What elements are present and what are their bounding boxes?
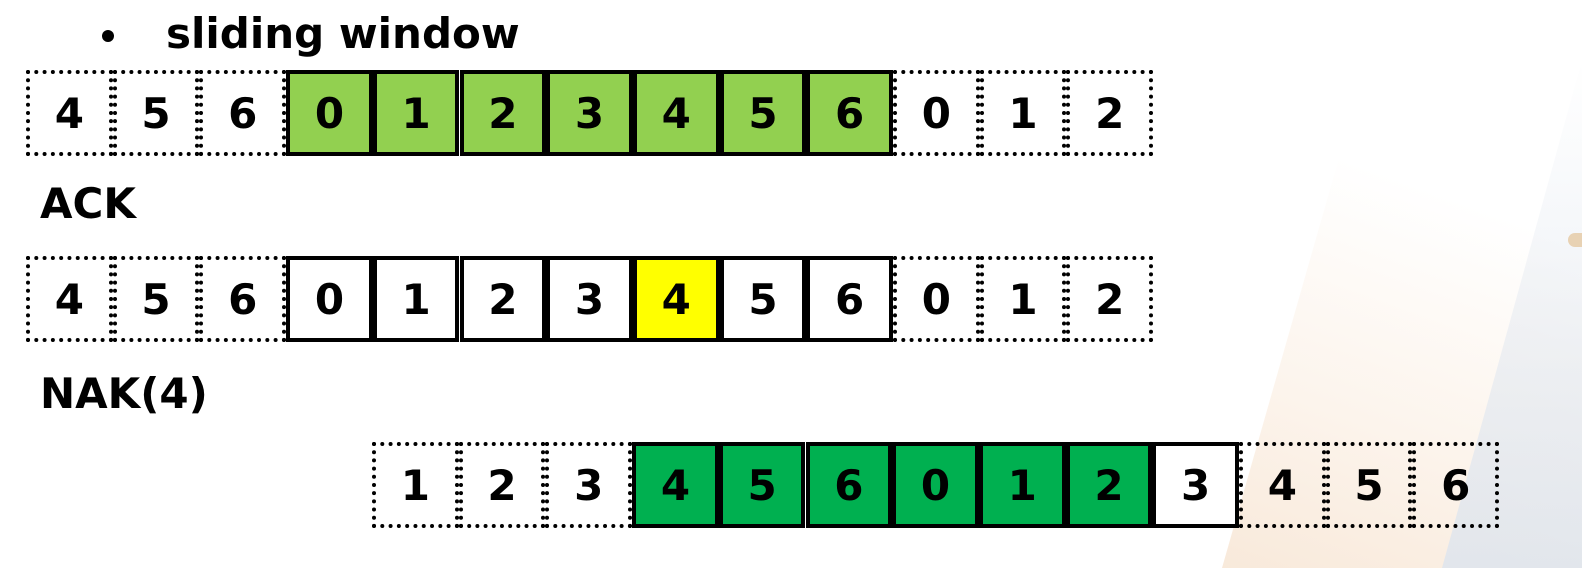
frame-cell: 1 xyxy=(372,256,460,342)
frame-cell: 5 xyxy=(719,70,807,156)
frame-cell: 4 xyxy=(26,70,113,156)
frame-cell: 2 xyxy=(1066,70,1154,156)
frame-cell: 0 xyxy=(286,256,373,342)
edge-mark xyxy=(1568,233,1582,247)
frame-cell: 6 xyxy=(199,256,287,342)
frame-cell: 0 xyxy=(893,256,980,342)
frame-cell: 1 xyxy=(372,70,460,156)
frame-cell: 1 xyxy=(372,442,459,528)
frame-cell: 3 xyxy=(545,442,633,528)
frame-cell: 2 xyxy=(459,70,547,156)
frame-cell: 2 xyxy=(459,256,547,342)
frame-cell: 4 xyxy=(632,442,719,528)
frame-cell: 5 xyxy=(112,70,200,156)
bullet-title: sliding window xyxy=(166,9,520,58)
frame-cell: 3 xyxy=(1152,442,1239,528)
nak-label: NAK(4) xyxy=(40,369,208,418)
frame-cell: 6 xyxy=(806,70,893,156)
frame-cell: 4 xyxy=(1239,442,1326,528)
frame-cell: 2 xyxy=(1066,256,1154,342)
frame-cell: 5 xyxy=(719,256,807,342)
bullet-icon xyxy=(102,30,114,42)
frame-cell: 6 xyxy=(199,70,287,156)
frame-cell: 6 xyxy=(806,256,893,342)
frame-cell: 0 xyxy=(892,442,979,528)
frame-cell: 6 xyxy=(805,442,893,528)
frame-cell: 2 xyxy=(1065,442,1153,528)
frame-cell: 1 xyxy=(979,256,1067,342)
frame-cell: 5 xyxy=(112,256,200,342)
frame-cell: 3 xyxy=(546,70,633,156)
frame-cell: 1 xyxy=(978,442,1066,528)
frame-cell: 0 xyxy=(893,70,980,156)
frame-cell: 3 xyxy=(546,256,633,342)
frame-cell: 6 xyxy=(1412,442,1500,528)
frame-cell: 1 xyxy=(979,70,1067,156)
frame-cell: 4 xyxy=(26,256,113,342)
frame-cell: 5 xyxy=(718,442,806,528)
frame-cell: 5 xyxy=(1325,442,1413,528)
frame-cell: 4 xyxy=(632,70,720,156)
frame-cell: 4 xyxy=(632,256,720,342)
ack-label: ACK xyxy=(40,179,136,228)
frame-cell: 0 xyxy=(286,70,373,156)
frame-cell: 2 xyxy=(458,442,546,528)
